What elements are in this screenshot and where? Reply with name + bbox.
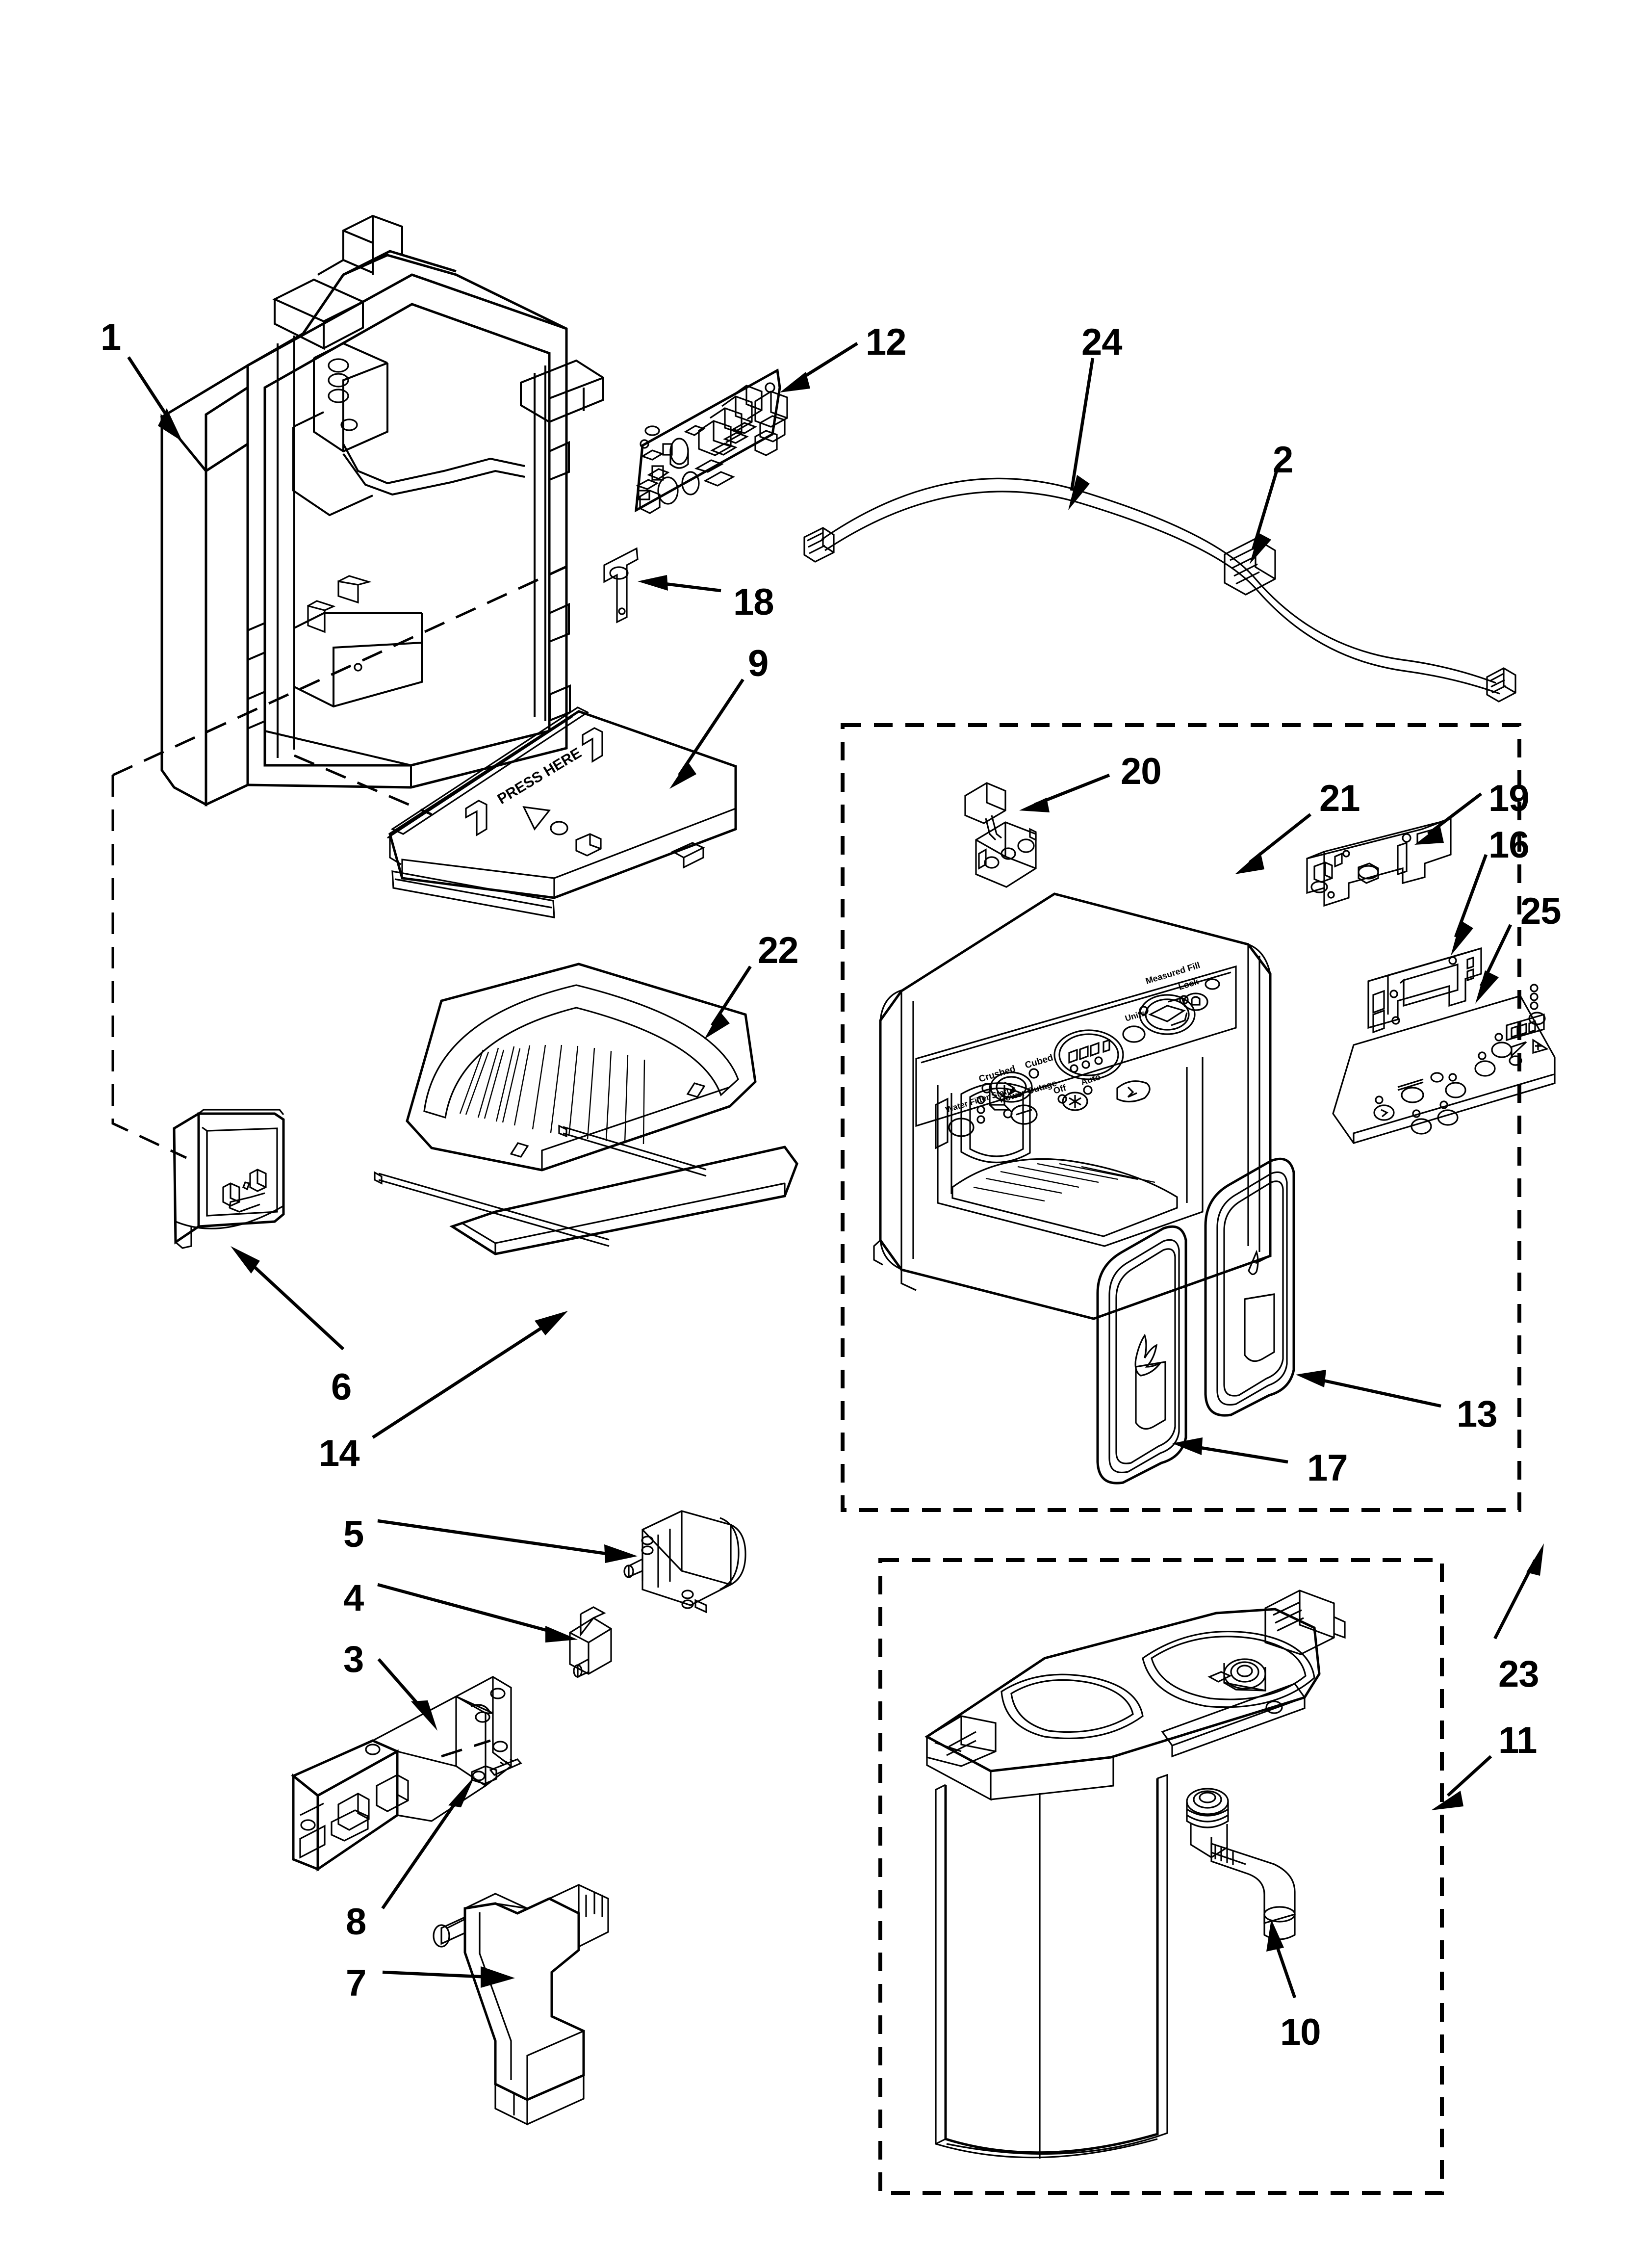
leader-5 [377,1519,638,1563]
part-display-board [1367,947,1482,1034]
leader-19 [1414,792,1482,845]
part-dispenser-front-panel: Crushed Cubed Off Auto Water Filter Stat… [873,892,1272,1320]
part-wire-harness [803,477,1516,703]
callout-24: 24 [1081,321,1123,363]
part-water-dispenser-paddle [1204,1157,1295,1417]
callout-2: 2 [1273,439,1293,481]
leader-20 [1019,773,1110,812]
part-cover-plate: PRESS HERE [387,706,737,918]
leader-6 [231,1246,345,1351]
group-box-dispenser [841,723,1521,1512]
part-mounting-bracket [603,547,639,624]
part-screw [471,1758,522,1785]
leader-18 [638,575,721,593]
part-solenoid [569,1606,612,1678]
leader-9 [669,678,744,789]
callout-5: 5 [343,1513,364,1555]
leader-13 [1296,1370,1441,1408]
leader-21 [1235,813,1312,874]
leader-16 [1451,854,1488,956]
callout-1: 1 [101,316,121,358]
leader-2 [1250,470,1279,564]
svg-text:Lock: Lock [1177,976,1200,992]
leader-17 [1172,1437,1288,1464]
part-ice-chute [433,1884,609,2126]
leader-11 [1431,1755,1492,1810]
leader-10 [1266,1919,1297,1999]
part-control-overlay [1332,984,1556,1144]
leader-22 [704,965,752,1039]
callout-22: 22 [758,930,799,971]
callout-25: 25 [1520,890,1562,932]
callout-12: 12 [866,321,907,363]
callout-19: 19 [1488,778,1530,819]
callout-11: 11 [1498,1720,1537,1761]
callout-4: 4 [343,1577,364,1619]
leader-25 [1475,924,1512,1004]
callout-13: 13 [1457,1393,1498,1435]
part-drip-tray-grille [406,963,757,1172]
callout-14: 14 [319,1433,360,1474]
callout-10: 10 [1280,2011,1321,2053]
callout-8: 8 [346,1901,366,1943]
part-dispenser-switch [964,782,1037,888]
callout-9: 9 [748,643,769,684]
callout-23: 23 [1498,1653,1539,1695]
leader-14 [372,1311,568,1439]
part-auger-motor [623,1510,746,1614]
callout-18: 18 [733,581,774,623]
svg-text:Units: Units [1124,1008,1147,1023]
leader-12 [780,342,858,392]
leader-4 [377,1583,578,1642]
callout-17: 17 [1307,1447,1348,1489]
leader-24 [1068,358,1095,510]
svg-text:Cubed: Cubed [1024,1052,1054,1070]
callout-21: 21 [1319,778,1360,819]
leader-23 [1493,1543,1544,1640]
leader-3 [377,1658,437,1731]
callout-20: 20 [1121,751,1162,792]
leader-1 [127,356,182,442]
display-digits [1068,1039,1110,1064]
part-electronic-control-board [635,368,788,514]
part-light-lens-assembly [173,1109,285,1249]
callout-6: 6 [331,1366,352,1408]
leader-7 [382,1966,515,1988]
part-dispenser-housing [111,214,604,1159]
part-motor-mount-bracket [291,1676,512,1872]
svg-text:Crushed: Crushed [977,1064,1017,1085]
callout-7: 7 [346,1962,366,2004]
leader-8 [381,1776,475,1909]
group-box-water-tank [878,1558,1444,2195]
part-dispenser-trim [374,1124,798,1255]
callout-3: 3 [343,1639,364,1680]
part-ice-dispenser-paddle [1096,1225,1187,1485]
callout-16: 16 [1488,824,1530,866]
part-water-tank-assembly [924,1590,1346,2159]
